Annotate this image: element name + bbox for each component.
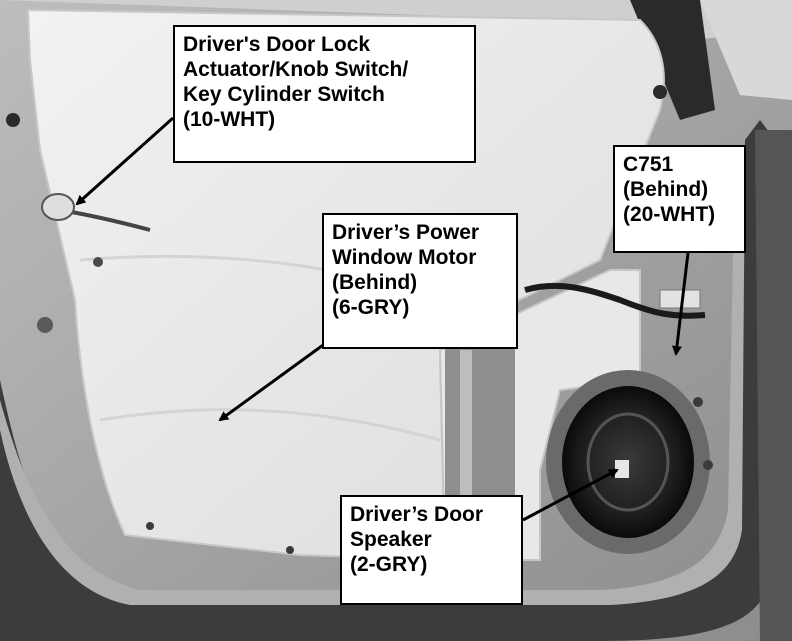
bolt-hole (6, 113, 20, 127)
bolt-hole (146, 522, 154, 530)
speaker-inner-ring (586, 412, 670, 512)
arrow-window-motor (218, 338, 331, 422)
arrow-c751 (671, 252, 690, 356)
upper-right-seal (700, 0, 792, 100)
callout-line: Key Cylinder Switch (183, 83, 385, 106)
shield-fold-2 (99, 408, 441, 442)
callout-line: Actuator/Knob Switch/ (183, 58, 409, 81)
callout-line: Driver’s Power (332, 221, 480, 244)
bolt-hole (286, 546, 294, 554)
callout-c751-connector: C751 (Behind) (20-WHT) (613, 145, 746, 253)
speaker-connector (615, 460, 629, 478)
c751-connector (659, 289, 701, 309)
callout-line: (Behind) (332, 271, 418, 294)
bolt-hole (653, 85, 667, 99)
callout-line: (6-GRY) (332, 296, 410, 319)
window-frame (0, 0, 792, 45)
right-pillar (755, 130, 792, 641)
upper-trim (630, 0, 715, 120)
bolt-hole (93, 257, 103, 267)
callout-lock-actuator: Driver's Door Lock Actuator/Knob Switch/… (173, 25, 476, 163)
callout-line: Window Motor (332, 246, 477, 269)
callout-line: Speaker (350, 528, 432, 551)
callout-line: C751 (623, 153, 674, 176)
callout-line: (2-GRY) (350, 553, 428, 576)
callout-line: (10-WHT) (183, 108, 276, 131)
door-edge-seal (0, 120, 775, 641)
lock-connector-grommet (41, 193, 75, 221)
bolt-hole (693, 397, 703, 407)
arrow-speaker (522, 468, 619, 522)
callout-door-speaker: Driver’s Door Speaker (2-GRY) (340, 495, 523, 605)
door-bottom-metal (0, 150, 745, 605)
callout-line: (Behind) (623, 178, 709, 201)
bolt-hole (37, 317, 53, 333)
wire-harness-upper (524, 282, 706, 319)
bolt-hole (703, 460, 713, 470)
callout-window-motor: Driver’s Power Window Motor (Behind) (6-… (322, 213, 518, 349)
callout-line: Driver's Door Lock (183, 33, 371, 56)
callout-line: (20-WHT) (623, 203, 716, 226)
arrow-lock-actuator (75, 116, 175, 206)
callout-line: Driver’s Door (350, 503, 484, 526)
